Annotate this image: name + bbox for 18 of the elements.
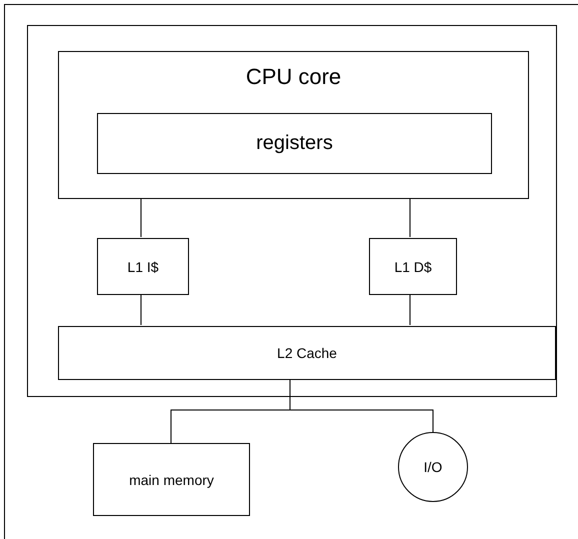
connector-line: [140, 198, 142, 238]
enclosure-box: [27, 25, 557, 397]
node-label: L2 Cache: [277, 345, 337, 361]
component-box: [58, 326, 556, 380]
connector-line: [140, 294, 142, 326]
node-label: main memory: [129, 472, 214, 488]
component-box: [58, 51, 529, 199]
component-box: [97, 113, 492, 174]
node-label: I/O: [424, 459, 442, 475]
node-label: L1 D$: [394, 258, 432, 274]
connector-line: [290, 378, 434, 432]
node-label: CPU core: [246, 64, 342, 90]
node-label: L1 I$: [127, 258, 159, 274]
io-circle: [398, 432, 468, 502]
node-label: registers: [256, 132, 333, 155]
component-box: [97, 238, 189, 295]
component-box: [369, 238, 457, 295]
component-box: [93, 443, 250, 516]
